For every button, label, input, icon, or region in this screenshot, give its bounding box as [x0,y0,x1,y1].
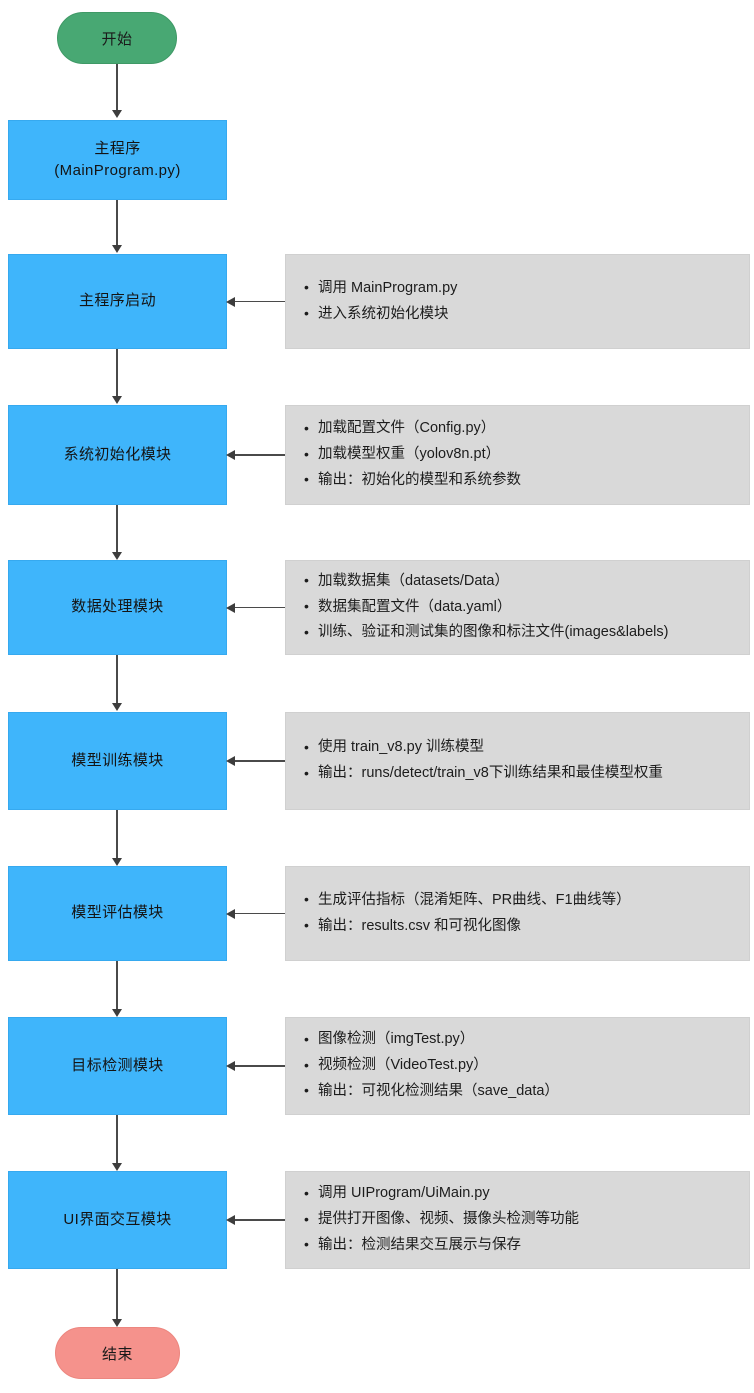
process-box-object-detection[interactable]: 目标检测模块 [8,1017,227,1115]
note-bullet: 图像检测（imgTest.py） [304,1027,735,1053]
note-bullet: 生成评估指标（混淆矩阵、PR曲线、F1曲线等） [304,887,735,914]
arrowhead-note-to-model-evaluation [226,908,235,919]
arrowhead-step6-to-step7 [112,1009,122,1017]
note-box-main-program-start: 调用 MainProgram.py 进入系统初始化模块 [285,254,750,349]
arrowhead-start-to-step1 [112,110,122,118]
note-box-model-evaluation: 生成评估指标（混淆矩阵、PR曲线、F1曲线等） 输出：results.csv 和… [285,866,750,961]
connector-note-to-model-evaluation [234,912,285,915]
arrowhead-step4-to-step5 [112,703,122,711]
arrowhead-note-to-ui-interaction [226,1215,235,1225]
start-node[interactable]: 开始 [57,12,177,64]
note-bullet: 输出：初始化的模型和系统参数 [304,467,735,494]
note-bullet: 数据集配置文件（data.yaml） [304,594,735,621]
connector-note-to-main-program-start [234,300,285,303]
arrowhead-step8-to-end [112,1319,122,1327]
note-bullet: 输出：runs/detect/train_v8下训练结果和最佳模型权重 [304,761,735,787]
note-box-data-processing: 加载数据集（datasets/Data） 数据集配置文件（data.yaml） … [285,560,750,655]
process-label: UI界面交互模块 [63,1210,172,1228]
arrowhead-step1-to-step2 [112,245,122,253]
process-label: 目标检测模块 [71,1056,164,1074]
arrowhead-note-to-system-init [226,450,235,460]
process-box-model-evaluation[interactable]: 模型评估模块 [8,866,227,961]
connector-step3-to-step4 [116,505,118,552]
process-label: 模型评估模块 [71,904,164,922]
note-bullet: 输出：可视化检测结果（save_data） [304,1078,735,1105]
arrowhead-step2-to-step3 [112,396,122,404]
note-bullet: 训练、验证和测试集的图像和标注文件(images&labels) [304,620,735,646]
note-bullet: 加载配置文件（Config.py） [304,416,735,442]
note-box-system-init: 加载配置文件（Config.py） 加载模型权重（yolov8n.pt） 输出：… [285,405,750,505]
note-bullet: 提供打开图像、视频、摄像头检测等功能 [304,1207,735,1233]
connector-step2-to-step3 [116,349,118,396]
note-bullet: 进入系统初始化模块 [304,301,735,328]
note-bullet: 视频检测（VideoTest.py） [304,1053,735,1079]
arrowhead-step7-to-step8 [112,1163,122,1171]
start-node-label: 开始 [101,30,133,48]
process-box-model-training[interactable]: 模型训练模块 [8,712,227,810]
connector-step1-to-step2 [116,200,118,245]
arrowhead-step3-to-step4 [112,552,122,560]
connector-note-to-model-training [234,760,285,762]
connector-step8-to-end [116,1269,118,1319]
end-node-label: 结束 [101,1345,133,1363]
note-bullet: 加载数据集（datasets/Data） [304,568,735,595]
note-bullet: 调用 UIProgram/UiMain.py [304,1181,735,1207]
process-box-system-init[interactable]: 系统初始化模块 [8,405,227,505]
connector-note-to-system-init [234,454,285,456]
note-bullet: 使用 train_v8.py 训练模型 [304,735,735,761]
process-box-main-program-start[interactable]: 主程序启动 [8,254,227,349]
note-bullet: 输出：results.csv 和可视化图像 [304,913,735,940]
arrowhead-note-to-main-program-start [226,296,235,307]
arrowhead-note-to-data-processing [226,602,235,613]
process-box-ui-interaction[interactable]: UI界面交互模块 [8,1171,227,1269]
arrowhead-note-to-model-training [226,756,235,766]
process-label: 模型训练模块 [71,751,164,769]
connector-step6-to-step7 [116,961,118,1009]
note-bullet: 加载模型权重（yolov8n.pt） [304,442,735,468]
note-box-ui-interaction: 调用 UIProgram/UiMain.py 提供打开图像、视频、摄像头检测等功… [285,1171,750,1269]
arrowhead-note-to-object-detection [226,1061,235,1071]
connector-note-to-ui-interaction [234,1219,285,1221]
note-box-model-training: 使用 train_v8.py 训练模型 输出：runs/detect/train… [285,712,750,810]
connector-note-to-data-processing [234,606,285,609]
process-label: 主程序 (MainProgram.py) [54,139,181,180]
process-label: 主程序启动 [78,292,156,310]
connector-note-to-object-detection [234,1065,285,1067]
connector-start-to-step1 [116,64,118,110]
process-box-data-processing[interactable]: 数据处理模块 [8,560,227,655]
note-bullet: 输出：检测结果交互展示与保存 [304,1232,735,1259]
connector-step7-to-step8 [116,1115,118,1163]
connector-step4-to-step5 [116,655,118,703]
arrowhead-step5-to-step6 [112,858,122,866]
process-label: 数据处理模块 [71,598,164,616]
process-label: 系统初始化模块 [63,445,172,463]
connector-step5-to-step6 [116,810,118,858]
note-box-object-detection: 图像检测（imgTest.py） 视频检测（VideoTest.py） 输出：可… [285,1017,750,1115]
note-bullet: 调用 MainProgram.py [304,275,735,302]
process-box-main-program[interactable]: 主程序 (MainProgram.py) [8,120,227,200]
end-node[interactable]: 结束 [55,1327,180,1379]
